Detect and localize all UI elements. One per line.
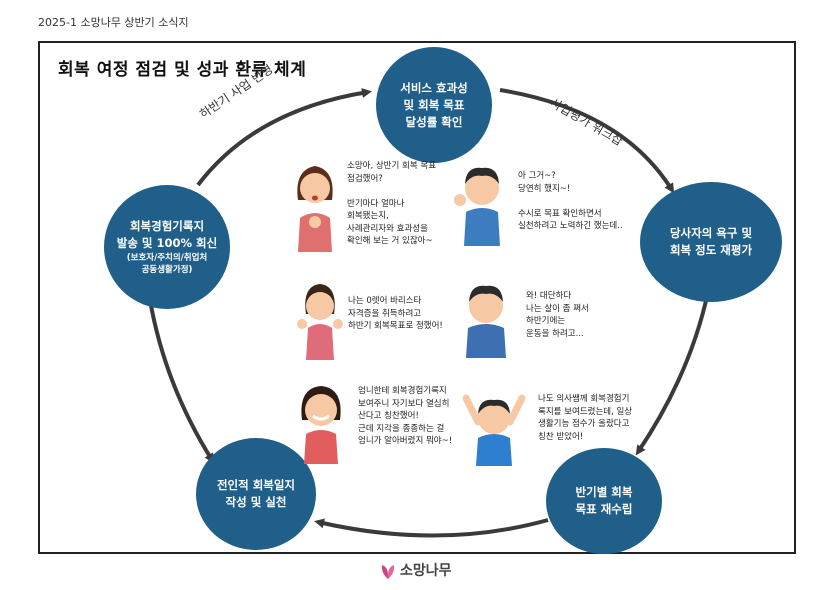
woman-character-3 <box>301 386 341 464</box>
arrow-needs-to-goal <box>635 291 710 456</box>
man-character-3 <box>462 394 526 466</box>
footer-logo: 소망나무 <box>380 560 452 580</box>
page-title: 회복 여정 점검 및 성과 환류 체계 <box>58 60 307 80</box>
footer-logo-text: 소망나무 <box>400 563 452 579</box>
dialogue-text-2: 아 그거~? 당연히 했지~! 수시로 목표 확인하면서 실천하려고 노력하긴 … <box>518 171 623 231</box>
man-character-1 <box>454 167 500 246</box>
dialogue-text-5: 엄니한테 회복경험기록지 보여주니 자기보다 열심히 산다고 칭찬했어! 근데 … <box>358 386 453 446</box>
woman-character-2 <box>297 284 343 360</box>
woman-character-1 <box>297 166 333 252</box>
diagram-frame <box>38 41 796 554</box>
dialogue-text-4: 와! 대단하다 나는 살이 좀 쪄서 하반기에는 운동을 하려고... <box>526 291 589 339</box>
arrow-service-to-needs <box>499 88 675 194</box>
dialogue-text-3: 나는 0렛어 바리스타 자격증을 취득하려고 하반기 회복목표로 정했어! <box>348 296 443 331</box>
arrow-goal-to-diary <box>314 518 549 538</box>
dialogue-text-6: 나도 의사쌤께 회복경험기 록지를 보여드렸는데, 일상 생활기능 점수가 올랐… <box>538 394 633 442</box>
arrow-record-to-diary <box>148 299 215 464</box>
dialogue-text-1: 소망아, 상반기 회복 목표 점검했어? 반기마다 얼마나 회복됐는지, 사례관… <box>347 161 437 246</box>
arrow-record-to-service <box>196 88 372 187</box>
man-character-2 <box>466 285 506 358</box>
leaf-logo-icon <box>381 565 395 579</box>
newsletter-header: 2025-1 소망나무 상반기 소식지 <box>38 16 189 29</box>
